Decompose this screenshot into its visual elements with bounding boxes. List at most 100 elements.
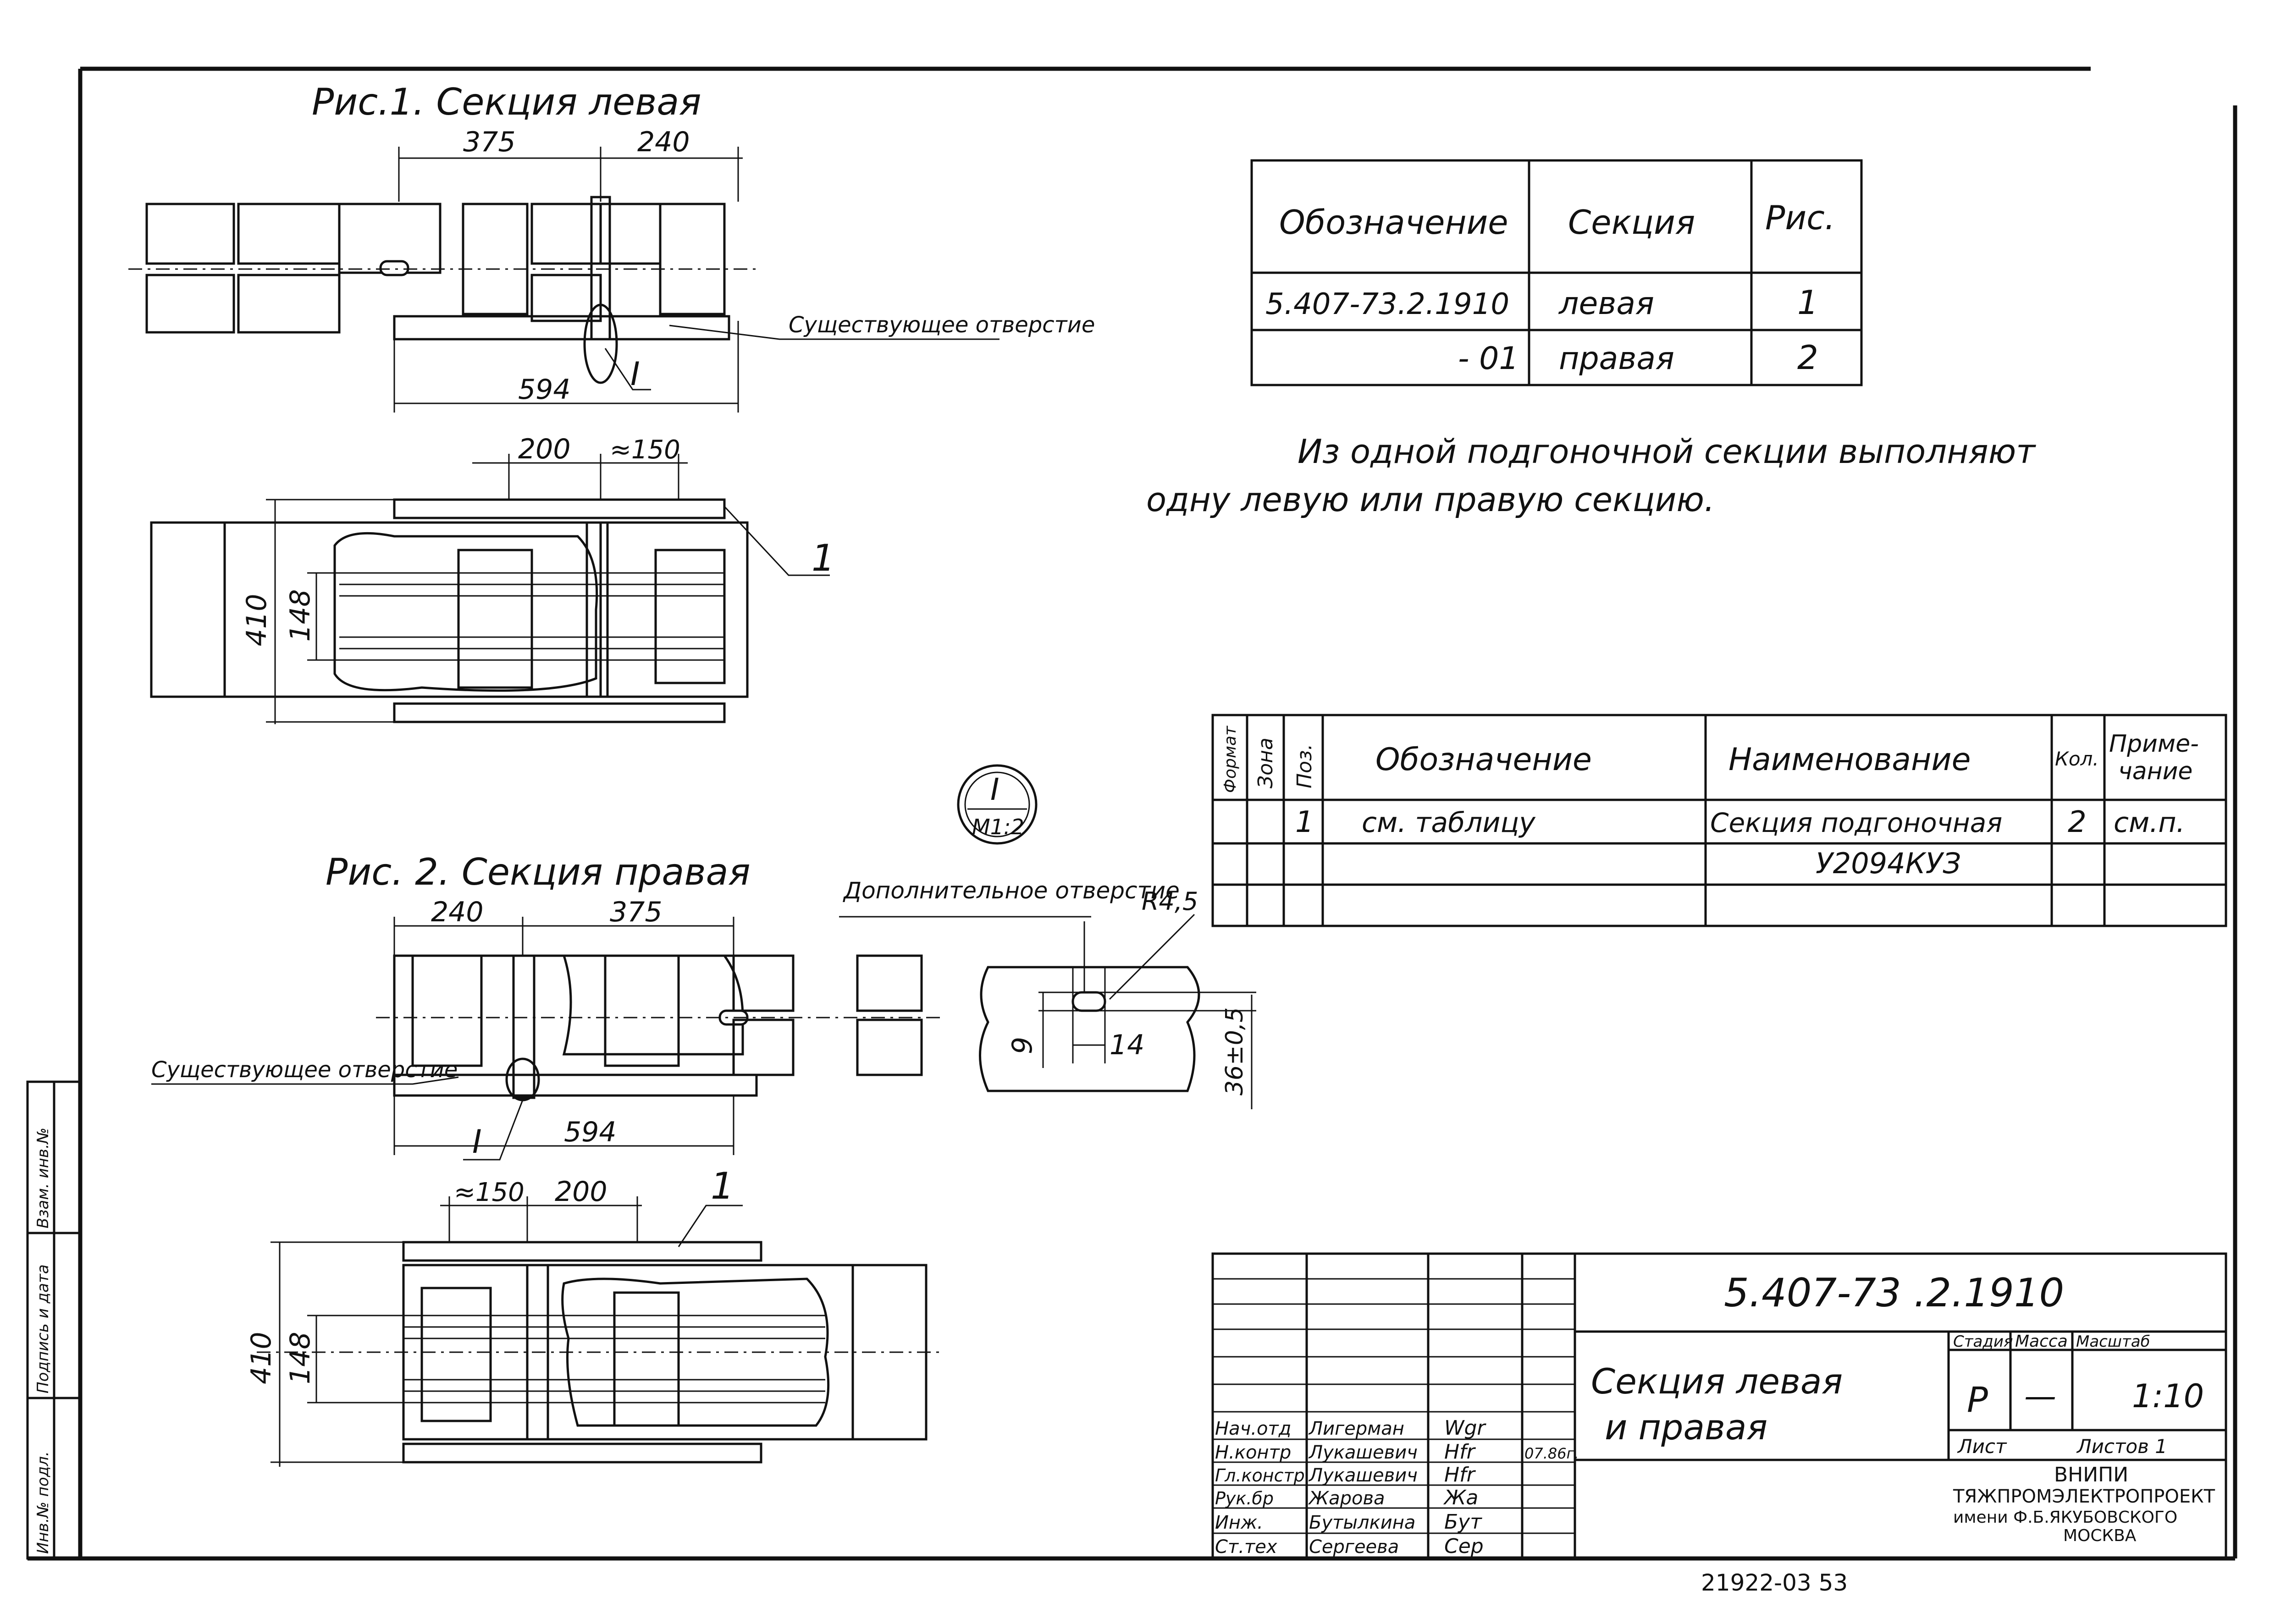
fig2-top-view: Рис. 2. Секция правая 240 375 594 Сущест… <box>151 851 944 1161</box>
note-line2: одну левую или правую секцию. <box>1146 480 1715 519</box>
spec-row1-designation: см. таблицу <box>1362 807 1536 839</box>
fig1-pos: 1 <box>812 537 835 579</box>
staff-name-4: Жарова <box>1308 1488 1385 1509</box>
fig2-dim-150: ≈150 <box>454 1178 525 1207</box>
stamp-inv-orig: Инв.№ подл. <box>34 1451 52 1554</box>
staff-date: 07.86г. <box>1524 1445 1579 1462</box>
fig2-dim-148: 148 <box>284 1332 316 1384</box>
staff-role-6: Ст.тех <box>1215 1536 1277 1558</box>
fig1-title: Рис.1. Секция левая <box>312 81 701 123</box>
fig1-dim-200: 200 <box>518 433 571 465</box>
org-line1: ВНИПИ <box>2054 1463 2128 1486</box>
sheets-label: Листов 1 <box>2076 1435 2167 1458</box>
fig1-dim-410: 410 <box>241 594 273 646</box>
spec-row1-note: см.п. <box>2114 807 2185 839</box>
variant-header-section: Секция <box>1568 203 1695 242</box>
fig2-existing-hole: Существующее отверстие <box>151 1057 458 1083</box>
staff-role-5: Инж. <box>1215 1512 1263 1533</box>
variant-row1-section: левая <box>1558 286 1654 322</box>
spec-header-format: Формат <box>1221 726 1240 793</box>
staff-name-3: Лукашевич <box>1308 1465 1418 1486</box>
detail-additional-hole: Дополнительное отверстие <box>843 877 1180 904</box>
spec-row1-pos: 1 <box>1295 805 1314 839</box>
side-stamp: Взам. инв.№ Подпись и дата Инв.№ подл. <box>26 1080 82 1560</box>
org-line2: ТЯЖПРОМЭЛЕКТРОПРОЕКТ <box>1953 1486 2215 1507</box>
variant-row2-section: правая <box>1559 341 1674 377</box>
scale-value: 1:10 <box>2132 1377 2204 1415</box>
detail-badge-top: I <box>990 772 999 807</box>
spec-row1-qty: 2 <box>2068 805 2087 839</box>
variant-row2-fig: 2 <box>1797 338 1818 377</box>
spec-table: Формат Зона Поз. Обозначение Наименовани… <box>1211 714 2227 927</box>
mass-value: — <box>2024 1377 2056 1415</box>
staff-sign-6: Сер <box>1444 1535 1484 1558</box>
spec-header-qty: Кол. <box>2055 748 2099 770</box>
detail-badge-bottom: M1:2 <box>972 815 1024 839</box>
title-name-line2: и правая <box>1605 1407 1767 1448</box>
spec-row2-name: У2094КУЗ <box>1816 847 1961 880</box>
spec-header-pos: Поз. <box>1293 744 1316 788</box>
spec-header-designation: Обозначение <box>1375 742 1592 778</box>
fig1-existing-hole: Существующее отверстие <box>789 312 1095 338</box>
detail-dim-36: 36±0,5 <box>1221 1007 1248 1096</box>
fig2-side-view: ≈150 200 410 148 1 <box>245 1165 944 1467</box>
stage-label: Стадия <box>1953 1332 2013 1351</box>
variant-header-designation: Обозначение <box>1279 203 1508 242</box>
spec-row1-name: Секция подгоночная <box>1710 807 2002 838</box>
detail-view: Дополнительное отверстие R4,5 9 14 36±0,… <box>839 877 1256 1109</box>
variant-header-fig: Рис. <box>1765 198 1835 237</box>
fig2-dim-410: 410 <box>245 1332 277 1384</box>
staff-sign-2: Hfr <box>1444 1440 1476 1464</box>
stamp-sign-date: Подпись и дата <box>34 1264 52 1393</box>
fig1-dim-148: 148 <box>284 589 316 642</box>
detail-dim-14: 14 <box>1110 1029 1144 1061</box>
title-name-line1: Секция левая <box>1591 1361 1843 1402</box>
fig2-dim-200: 200 <box>555 1176 607 1208</box>
stamp-inv-repl: Взам. инв.№ <box>34 1128 52 1228</box>
note-line1: Из одной подгоночной секции выполняют <box>1298 432 2036 471</box>
fig1-callout: I <box>630 355 640 393</box>
staff-name-5: Бутылкина <box>1309 1512 1415 1533</box>
stage-value: Р <box>1967 1379 1988 1420</box>
staff-role-4: Рук.бр <box>1215 1488 1274 1508</box>
staff-role-2: Н.контр <box>1215 1442 1291 1463</box>
staff-role-3: Гл.констр <box>1215 1465 1305 1486</box>
variant-row2-code: - 01 <box>1458 341 1519 377</box>
staff-sign-1: Wgr <box>1444 1416 1486 1440</box>
org-line3: имени Ф.Б.ЯКУБОВСКОГО <box>1953 1508 2177 1527</box>
fig1-dim-594: 594 <box>518 374 571 406</box>
fig2-pos: 1 <box>711 1165 734 1207</box>
sheet-label: Лист <box>1957 1435 2007 1458</box>
spec-header-note2: чание <box>2118 758 2192 785</box>
title-code: 5.407-73 .2.1910 <box>1724 1270 2064 1316</box>
staff-name-2: Лукашевич <box>1308 1442 1418 1463</box>
variant-table: Обозначение Секция Рис. 5.407-73.2.1910 … <box>1250 159 1863 386</box>
variant-row1-code: 5.407-73.2.1910 <box>1265 287 1509 321</box>
detail-radius: R4,5 <box>1142 887 1198 916</box>
fig1-dim-240: 240 <box>637 126 690 158</box>
fig2-dim-594: 594 <box>564 1116 617 1148</box>
fig2-dim-240: 240 <box>431 896 484 928</box>
fig1-dim-375: 375 <box>463 126 516 158</box>
staff-name-1: Лигерман <box>1308 1418 1404 1439</box>
variant-row1-fig: 1 <box>1797 283 1818 322</box>
spec-header-note1: Приме- <box>2109 730 2199 758</box>
staff-sign-5: Бут <box>1444 1510 1482 1534</box>
spec-header-name: Наименование <box>1728 742 1971 778</box>
org-line4: МОСКВА <box>2063 1526 2137 1545</box>
mass-label: Масса <box>2015 1332 2068 1351</box>
staff-sign-3: Hfr <box>1444 1463 1476 1486</box>
scale-label: Масштаб <box>2076 1332 2150 1351</box>
fig1-side-view: 200 ≈150 410 148 1 <box>150 433 835 724</box>
fig2-title: Рис. 2. Секция правая <box>326 851 751 893</box>
fig1-dim-150: ≈150 <box>610 435 680 465</box>
detail-dim-9: 9 <box>1006 1037 1038 1054</box>
staff-role-1: Нач.отд <box>1215 1418 1291 1439</box>
fig2-dim-375: 375 <box>610 896 663 928</box>
staff-sign-4: Жа <box>1443 1486 1478 1509</box>
detail-badge: I M1:2 <box>957 764 1038 845</box>
footer-code: 21922-03 53 <box>1701 1569 1848 1596</box>
fig1-top-view: Рис.1. Секция левая 375 240 594 Существу… <box>128 81 1095 413</box>
title-block: 5.407-73 .2.1910 Секция левая и правая С… <box>1211 1252 2227 1560</box>
